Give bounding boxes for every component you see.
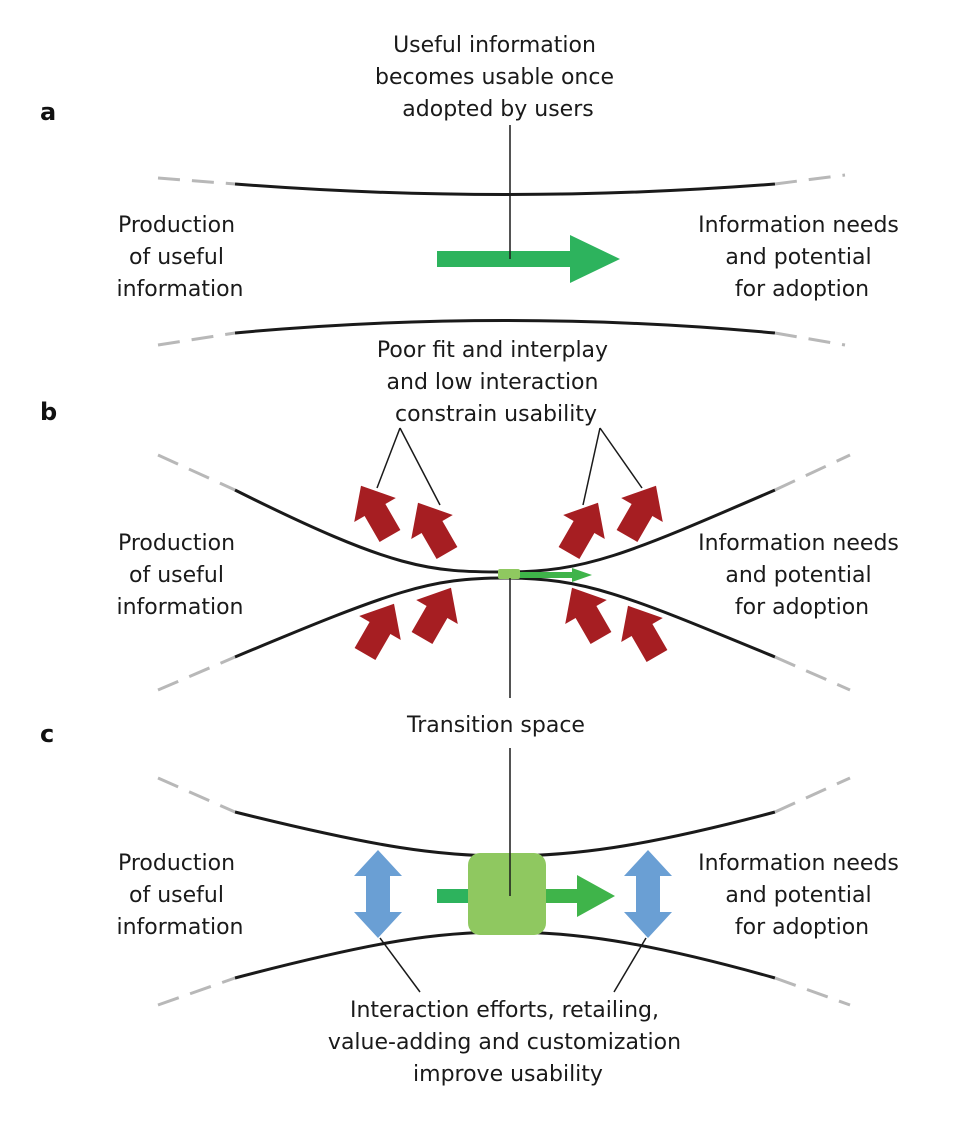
panel-b-lower-boundary-fade-left [157, 655, 236, 692]
panel-a-flow-arrow-icon [437, 235, 620, 283]
constraint-arrow-icon [565, 587, 612, 644]
panel-b-constraint-arrows [354, 485, 668, 662]
panel-letter-b: b [40, 398, 57, 426]
constraint-arrow-icon [354, 603, 401, 660]
panel-c-upper-boundary-fade-left [157, 776, 236, 814]
interaction-double-arrow-icon [624, 850, 672, 938]
panel-c-lower-boundary [234, 930, 776, 980]
panel-letter-c: c [40, 720, 54, 748]
panel-b-upper-boundary-fade-right [774, 453, 851, 492]
constraint-arrow-icon [411, 587, 458, 644]
transition-space-label: Transition space [406, 713, 585, 738]
panel-b-left-label: Production of useful information [117, 531, 244, 620]
panel-b-leader-right-2 [599, 427, 643, 489]
constraint-arrow-icon [354, 485, 401, 542]
panel-c-flow-out-arrow-icon [545, 875, 615, 917]
panel-b: b Poor fit and interplay and low interac… [40, 338, 906, 692]
panel-c-upper-boundary [234, 810, 776, 858]
panel-c-lower-boundary-fade-left [157, 976, 236, 1007]
constraint-arrow-icon [558, 502, 605, 559]
panel-b-right-label: Information needs and potential for adop… [698, 531, 906, 620]
panel-c-flow-in-icon [437, 889, 473, 903]
panel-a-lower-boundary-fade-right [774, 331, 846, 347]
panel-c-upper-boundary-fade-right [774, 776, 851, 814]
panel-a: a Useful information becomes usable once… [40, 33, 906, 347]
panel-b-lower-boundary-fade-right [774, 655, 851, 692]
panel-a-top-caption: Useful information becomes usable once a… [375, 33, 621, 122]
panel-a-left-label: Production of useful information [117, 213, 244, 302]
panel-c-left-label: Production of useful information [117, 851, 244, 940]
panel-c-leader-right [613, 937, 647, 993]
panel-b-flow-arrow-icon [520, 568, 592, 582]
interaction-double-arrow-icon [354, 850, 402, 938]
constraint-arrow-icon [616, 485, 663, 542]
panel-c: c Transition space Production of useful … [40, 713, 906, 1087]
panel-a-lower-boundary-fade-left [157, 331, 236, 347]
panel-a-upper-boundary-fade-left [157, 176, 236, 186]
panel-b-leader-left-1 [376, 427, 401, 489]
constraint-arrow-icon [411, 502, 458, 559]
panel-c-lower-boundary-fade-right [774, 976, 851, 1007]
panel-b-upper-boundary-fade-left [157, 453, 236, 492]
panel-b-lower-boundary [234, 576, 776, 659]
panel-c-leader-left [379, 937, 421, 993]
panel-b-leader-right-1 [582, 427, 601, 506]
panel-b-transition-space-icon [498, 569, 520, 579]
panel-b-top-caption: Poor fit and interplay and low interacti… [377, 338, 615, 427]
panel-a-upper-boundary [234, 182, 776, 196]
panel-b-leader-left-2 [399, 427, 441, 506]
panel-c-right-label: Information needs and potential for adop… [698, 851, 906, 940]
panel-c-bottom-caption: Interaction efforts, retailing, value-ad… [328, 998, 688, 1087]
panel-a-upper-boundary-fade-right [774, 173, 846, 186]
constraint-arrow-icon [621, 605, 668, 662]
panel-a-right-label: Information needs and potential for adop… [698, 213, 906, 302]
transition-space-box-icon [468, 853, 546, 935]
panel-a-lower-boundary [234, 319, 776, 335]
panel-b-upper-boundary [234, 488, 776, 574]
panel-letter-a: a [40, 98, 56, 126]
